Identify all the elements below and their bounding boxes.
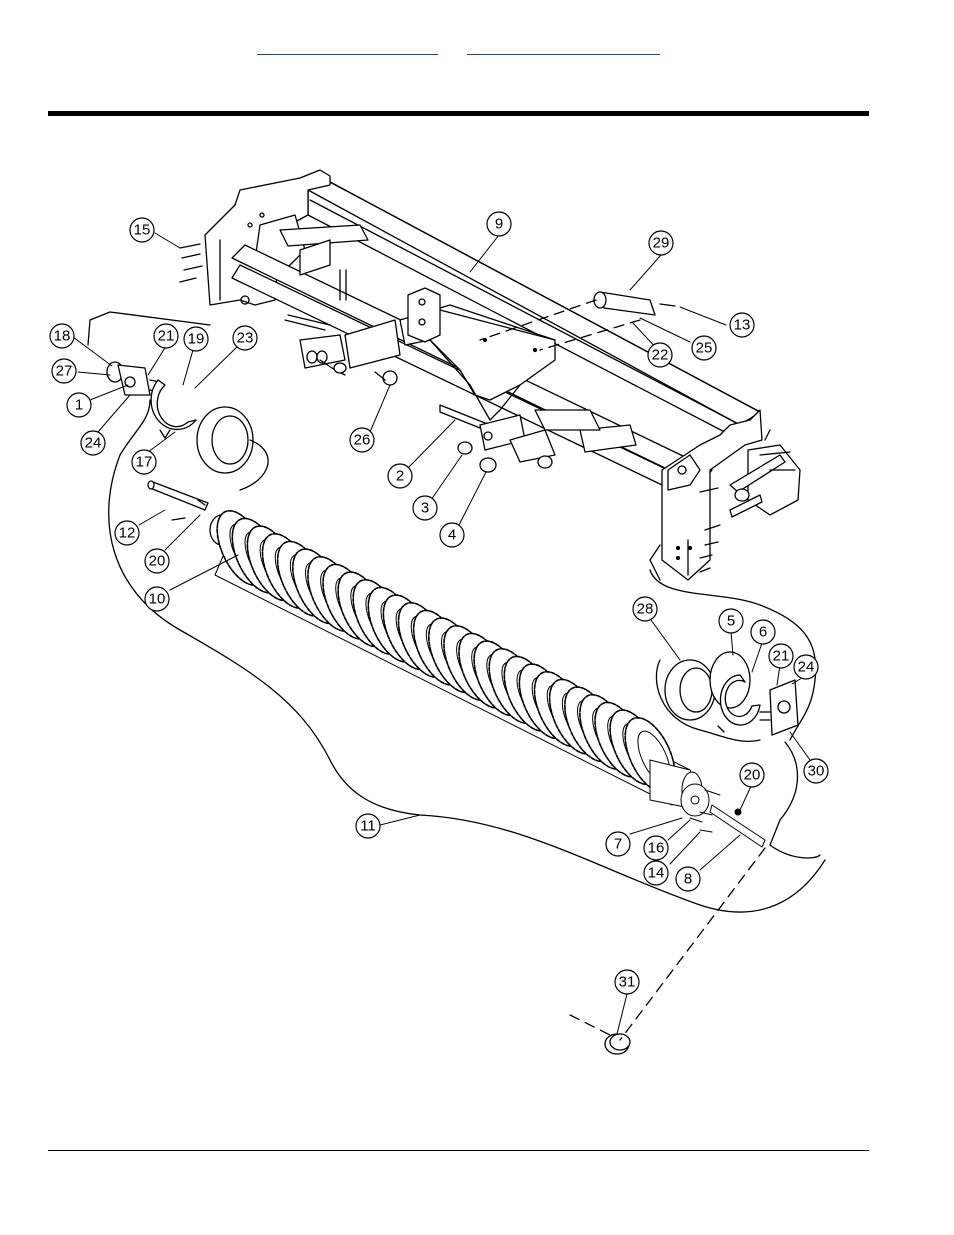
svg-text:18: 18 [54, 328, 71, 345]
callout-15: 15 [130, 218, 154, 242]
svg-text:28: 28 [637, 601, 654, 618]
callout-20-left: 20 [145, 549, 169, 573]
svg-text:16: 16 [648, 840, 665, 857]
callout-30: 30 [804, 759, 828, 783]
callout-26: 26 [350, 428, 374, 452]
callout-2: 2 [388, 464, 412, 488]
svg-text:26: 26 [354, 432, 371, 449]
svg-text:11: 11 [360, 818, 376, 835]
callout-11: 11 [356, 814, 380, 838]
callout-6: 6 [751, 620, 775, 644]
callout-21-right: 21 [769, 644, 793, 668]
callout-25: 25 [692, 336, 716, 360]
callout-7: 7 [606, 832, 630, 856]
svg-text:9: 9 [495, 216, 503, 233]
svg-text:21: 21 [158, 328, 175, 345]
svg-text:4: 4 [448, 527, 456, 544]
callout-14: 14 [644, 861, 668, 885]
svg-text:12: 12 [119, 525, 136, 542]
svg-text:30: 30 [808, 763, 825, 780]
callout-12: 12 [115, 521, 139, 545]
svg-text:1: 1 [75, 397, 83, 414]
callout-24-right: 24 [794, 655, 818, 679]
svg-text:7: 7 [614, 836, 622, 853]
callout-17: 17 [132, 450, 156, 474]
svg-text:2: 2 [396, 468, 404, 485]
svg-text:17: 17 [136, 454, 153, 471]
svg-text:6: 6 [759, 624, 767, 641]
callout-5: 5 [719, 609, 743, 633]
svg-text:24: 24 [798, 659, 815, 676]
svg-text:27: 27 [56, 363, 73, 380]
svg-text:19: 19 [188, 331, 205, 348]
callout-20-right: 20 [740, 763, 764, 787]
callout-24-left: 24 [81, 431, 105, 455]
svg-text:10: 10 [149, 591, 166, 608]
svg-text:31: 31 [619, 974, 636, 991]
svg-text:13: 13 [734, 317, 751, 334]
callout-21-left: 21 [154, 324, 178, 348]
svg-text:23: 23 [237, 330, 254, 347]
svg-text:24: 24 [85, 435, 102, 452]
svg-text:14: 14 [648, 865, 665, 882]
svg-text:25: 25 [696, 340, 713, 357]
callout-23: 23 [233, 326, 257, 350]
svg-text:8: 8 [684, 871, 692, 888]
svg-text:3: 3 [421, 500, 429, 517]
svg-text:22: 22 [652, 347, 669, 364]
callout-19: 19 [184, 327, 208, 351]
callout-16: 16 [644, 836, 668, 860]
svg-text:29: 29 [653, 235, 670, 252]
callout-27: 27 [52, 359, 76, 383]
callout-29: 29 [649, 231, 673, 255]
svg-text:5: 5 [727, 613, 735, 630]
callout-18: 18 [50, 324, 74, 348]
callout-31: 31 [615, 970, 639, 994]
callout-3: 3 [413, 496, 437, 520]
end-cap [605, 1034, 630, 1054]
svg-text:15: 15 [134, 222, 151, 239]
callout-10: 10 [145, 587, 169, 611]
callout-9: 9 [487, 212, 511, 236]
callout-8: 8 [676, 867, 700, 891]
svg-text:20: 20 [744, 767, 761, 784]
callout-13: 13 [730, 313, 754, 337]
callout-1: 1 [67, 393, 91, 417]
callout-28: 28 [633, 597, 657, 621]
svg-text:20: 20 [149, 553, 166, 570]
svg-text:21: 21 [773, 648, 790, 665]
callout-22: 22 [648, 343, 672, 367]
callout-4: 4 [440, 523, 464, 547]
